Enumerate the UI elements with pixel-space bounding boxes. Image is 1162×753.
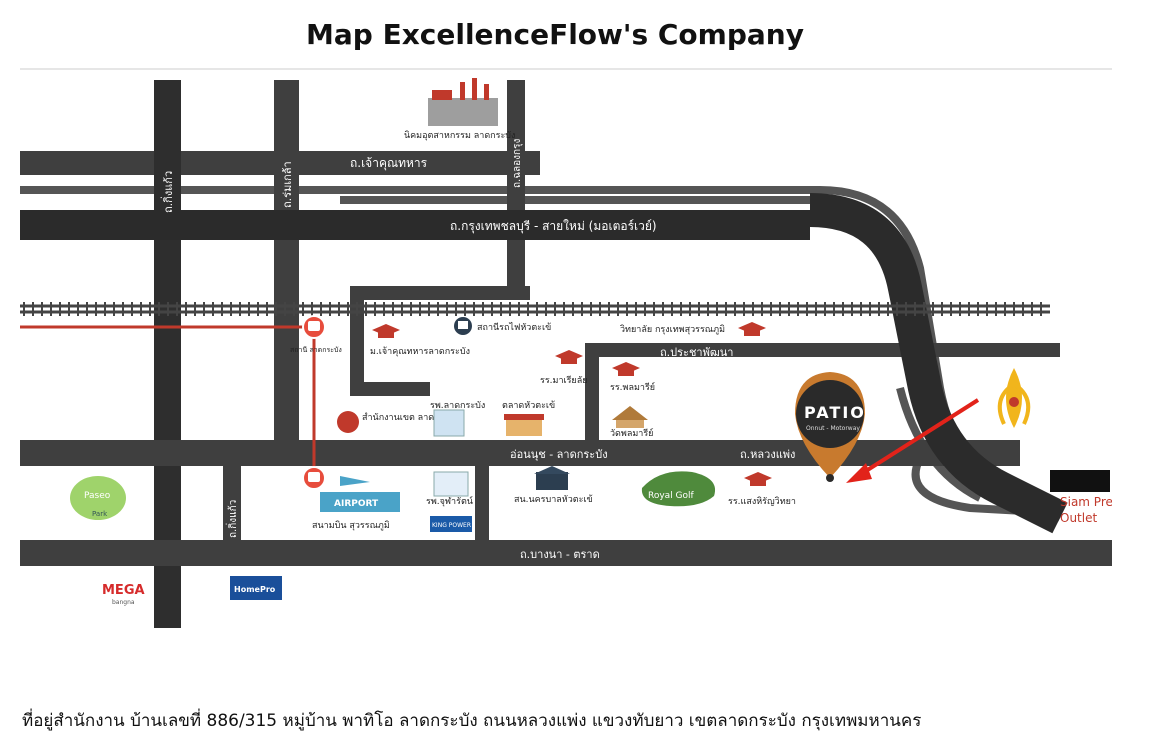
mega-sub: bangna — [112, 599, 135, 606]
mega-logo: MEGA — [102, 583, 145, 598]
label-temple: วัดพลมารีย์ — [610, 427, 653, 439]
label-market: ตลาดหัวตะเข้ — [502, 400, 555, 411]
label-school1: รร.มาเรียลัย — [540, 375, 588, 386]
label-royal-golf: Royal Golf — [648, 491, 695, 501]
king-power-text: KING POWER — [432, 522, 471, 529]
patio-sublabel: Onnut - Motorway — [806, 425, 860, 432]
siam-premium-line1: Siam Premium — [1060, 495, 1112, 509]
patio-location-pin[interactable] — [795, 372, 865, 482]
label-college: วิทยาลัย กรุงเทพสุวรรณภูมิ — [620, 324, 725, 335]
road-label-kingkaew-short: ถ.กิ่งแก้ว — [225, 500, 239, 538]
road-label-chalongkrung: ถ.ฉลองกรุง — [512, 139, 523, 188]
label-paseo-sub: Park — [92, 510, 108, 518]
label-school2: รร.พลมารีย์ — [610, 381, 655, 393]
patio-label: PATIO — [804, 403, 866, 422]
road-label-bangna: ถ.บางนา - ตราด — [520, 548, 600, 561]
emblem-icon — [997, 368, 1031, 428]
label-district-office: สำนักงานเขต ลาดกระบัง — [362, 412, 459, 423]
label-industrial-estate: นิคมอุตสาหกรรม ลาดกระบัง — [404, 130, 515, 141]
road-label-prachapattana: ถ.ประชาพัฒนา — [660, 346, 733, 359]
district-office-icon — [337, 411, 359, 433]
airport-rail-link — [20, 325, 316, 476]
homepro-logo — [230, 576, 282, 600]
motorway — [20, 193, 1068, 534]
road-label-onnut: อ่อนนุช - ลาดกระบัง — [510, 448, 608, 461]
road-label-top: ถ.เจ้าคุณทหาร — [350, 156, 428, 171]
label-school3: รร.แสงหิรัญวิทยา — [728, 496, 796, 507]
direction-arrow — [846, 398, 980, 483]
siam-premium-line2: Outlet — [1060, 511, 1097, 525]
label-station: สถานีรถไฟหัวตะเข้ — [477, 322, 551, 333]
road-label-luangphaeng: ถ.หลวงแพ่ง — [740, 448, 795, 461]
airport-sign: AIRPORT — [334, 499, 379, 509]
road-label-kingkaew: ถ.กิ่งแก้ว — [160, 171, 175, 213]
paseo-logo — [70, 476, 126, 520]
siam-premium-logo — [1050, 470, 1110, 492]
label-hospital2: รพ.จุฬารัตน์ — [426, 495, 473, 507]
label-siam-premium: Siam Premium Outlet — [1060, 495, 1112, 525]
label-police: สน.นครบาลหัวตะเข้ — [514, 494, 593, 505]
label-link-station: สถานี ลาดกระบัง — [290, 346, 342, 354]
police-icon — [534, 466, 570, 490]
school-icon — [372, 322, 772, 486]
golf-icon — [641, 471, 716, 507]
railway-ties — [23, 302, 1042, 316]
hospital2-icon — [433, 471, 469, 497]
label-airport: สนามบิน สุวรรณภูมิ — [312, 520, 390, 531]
label-paseo: Paseo — [84, 491, 111, 501]
temple-icon — [612, 406, 648, 428]
road-label-motorway: ถ.กรุงเทพชลบุรี - สายใหม่ (มอเตอร์เวย์) — [450, 219, 657, 234]
airport-icon: AIRPORT — [320, 476, 400, 512]
road-label-romklao: ถ.ร่มเกล้า — [281, 161, 294, 208]
rail-station-icons — [302, 315, 326, 490]
label-kmitl: ม.เจ้าคุณทหารลาดกระบัง — [370, 346, 470, 357]
label-hospital: รพ.ลาดกระบัง — [430, 401, 485, 411]
king-power-logo: KING POWER — [430, 516, 472, 532]
page-title: Map ExcellenceFlow's Company — [306, 18, 804, 51]
factory-icon — [428, 78, 498, 126]
market-icon — [504, 414, 544, 436]
location-map[interactable]: ถ.เจ้าคุณทหาร ถ.กรุงเทพชลบุรี - สายใหม่ … — [20, 68, 1112, 628]
hospital-icon — [433, 409, 465, 437]
office-address: ที่อยู่สำนักงาน บ้านเลขที่ 886/315 หมู่บ… — [22, 711, 922, 731]
homepro-text: HomePro — [234, 585, 276, 594]
train-station-icon — [454, 317, 472, 335]
